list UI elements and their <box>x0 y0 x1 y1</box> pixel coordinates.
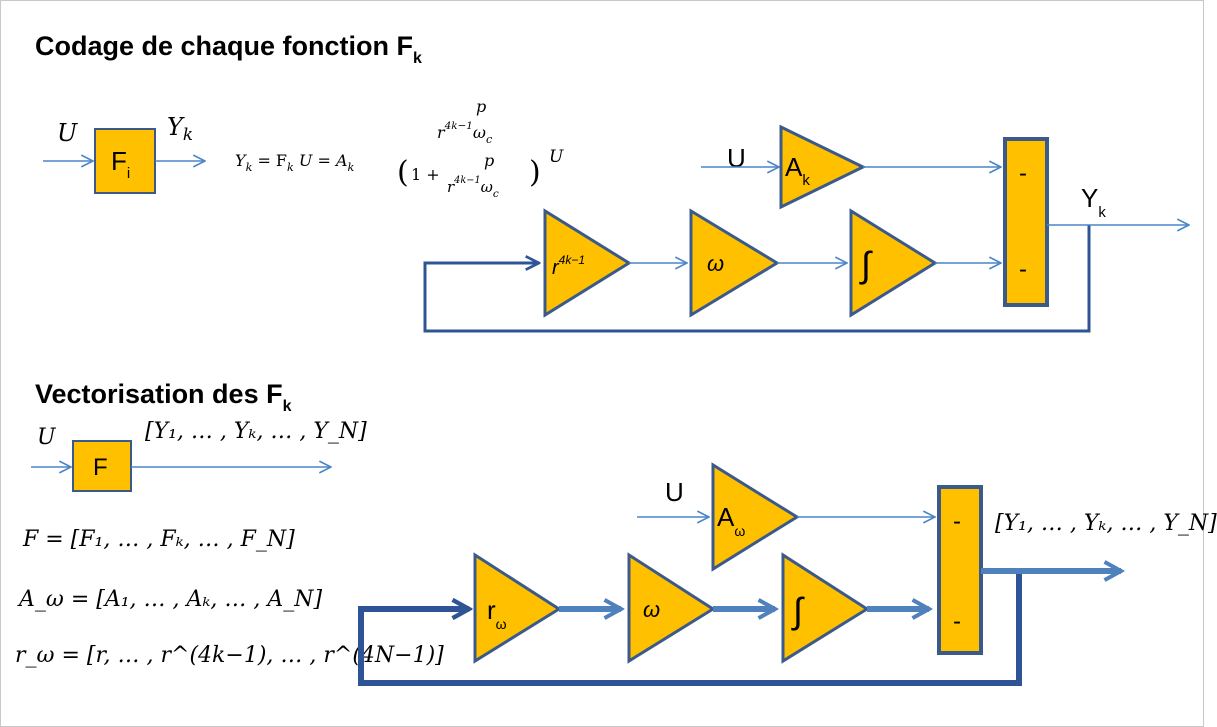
s2-integrator <box>781 552 870 664</box>
s1-u-label: U <box>727 143 746 173</box>
eq-F-vector: F = [F₁, … , Fₖ, … , F_N] <box>23 527 295 552</box>
s1-main-diagram: U Ak r4k−1 ω ∫ - - <box>423 124 1189 333</box>
s2-gain-aw-label: Aω <box>717 502 745 539</box>
section2-title-main: Vectorisation des F <box>35 379 283 409</box>
eq-den-den: r4k−1ωc <box>447 175 499 200</box>
s2-summer-minus-bottom: - <box>953 608 961 635</box>
s2-gain-omega <box>627 552 716 664</box>
s1-eq-lhs: Yk = Fk U = Ak <box>235 151 354 174</box>
section1-title-sub: k <box>413 50 422 67</box>
s2-omega-label: ω <box>643 597 660 622</box>
eq-A-vector: A_ω = [A₁, … , Aₖ, … , A_N] <box>19 587 323 612</box>
eq-lhs-sub: k <box>245 161 253 174</box>
section2-title-sub: k <box>282 398 292 415</box>
eq-num-exp: 4k−1 <box>444 120 473 132</box>
eq-den-lparen: ( <box>397 155 409 190</box>
s1-gain-omega <box>689 208 780 318</box>
eq-den-r: r <box>447 178 455 196</box>
eq-r-vector: r_ω = [r, … , r^(4k−1), … , r^(4N−1)] <box>15 643 444 668</box>
s1-gain-ak-label: Ak <box>785 152 810 189</box>
s1-integrator <box>849 208 938 318</box>
s1-block-output-label: Yk <box>167 113 193 144</box>
s2-f-block <box>72 440 132 492</box>
eq-den-rparen: ) <box>529 155 541 190</box>
eq-mid2-sub: k <box>347 161 355 174</box>
eq-num-w-sub: c <box>485 133 493 146</box>
s2-f-label: F <box>93 454 108 481</box>
s1-gain-r-label: r4k−1 <box>552 253 585 279</box>
s2-main-diagram: U Aω rω ω ∫ - - <box>358 462 1121 686</box>
s1-summer-minus-bottom: - <box>1019 256 1027 283</box>
s2-block-f: F <box>31 440 331 492</box>
eq-num-p: p <box>476 97 487 116</box>
eq-lhs-y: Y <box>235 151 246 170</box>
section2-title: Vectorisation des Fk <box>35 379 291 416</box>
s1-output-sub: k <box>182 124 194 144</box>
s1-output-base: Y <box>167 113 183 141</box>
s2-block-output-label: [Y₁, … , Yₖ, … , Y_N] <box>145 419 367 444</box>
s2-feedback-line <box>358 571 1022 686</box>
s1-block-input-label: U <box>57 119 78 147</box>
s1-summer <box>1003 137 1049 307</box>
s1-omega-label: ω <box>707 251 724 276</box>
eq-den-w-sub: c <box>492 188 499 200</box>
eq-num-den: r4k−1ωc <box>437 120 492 146</box>
s2-gain-aw <box>711 462 800 572</box>
s1-summer-minus-top: - <box>1019 160 1027 187</box>
s1-output-label: Yk <box>1081 183 1106 221</box>
s2-gain-rw <box>473 552 562 664</box>
eq-den-exp: 4k−1 <box>454 175 481 186</box>
s2-diagram-output-label: [Y₁, … , Yₖ, … , Y_N] <box>995 511 1217 536</box>
eq-den-p: p <box>484 151 495 170</box>
s2-u-label: U <box>665 477 684 507</box>
s2-integrator-label: ∫ <box>791 590 805 631</box>
s1-fi-label: Fi <box>111 146 130 182</box>
eq-tail-u: U <box>549 147 564 167</box>
s1-integrator-label: ∫ <box>859 244 873 285</box>
eq-den-w: ω <box>480 178 493 196</box>
section1-title: Codage de chaque fonction Fk <box>35 31 422 68</box>
s1-block-fi: Fi <box>43 128 205 194</box>
s2-summer <box>937 485 983 655</box>
s2-summer-minus-top: - <box>953 508 961 535</box>
section1-title-main: Codage de chaque fonction F <box>35 31 414 61</box>
eq-num-r: r <box>437 123 445 142</box>
eq-mid2: U = A <box>298 151 348 170</box>
s2-block-input-label: U <box>37 425 56 450</box>
eq-mid: = F <box>257 151 288 170</box>
eq-den-one-plus: 1 + <box>411 165 440 184</box>
eq-mid-sub: k <box>287 161 294 174</box>
eq-num-w: ω <box>472 123 486 142</box>
s1-feedback-line <box>423 225 1091 333</box>
s1-gain-ak <box>779 124 867 210</box>
s2-gain-rw-label: rω <box>487 595 507 632</box>
s1-gain-r <box>543 208 632 318</box>
